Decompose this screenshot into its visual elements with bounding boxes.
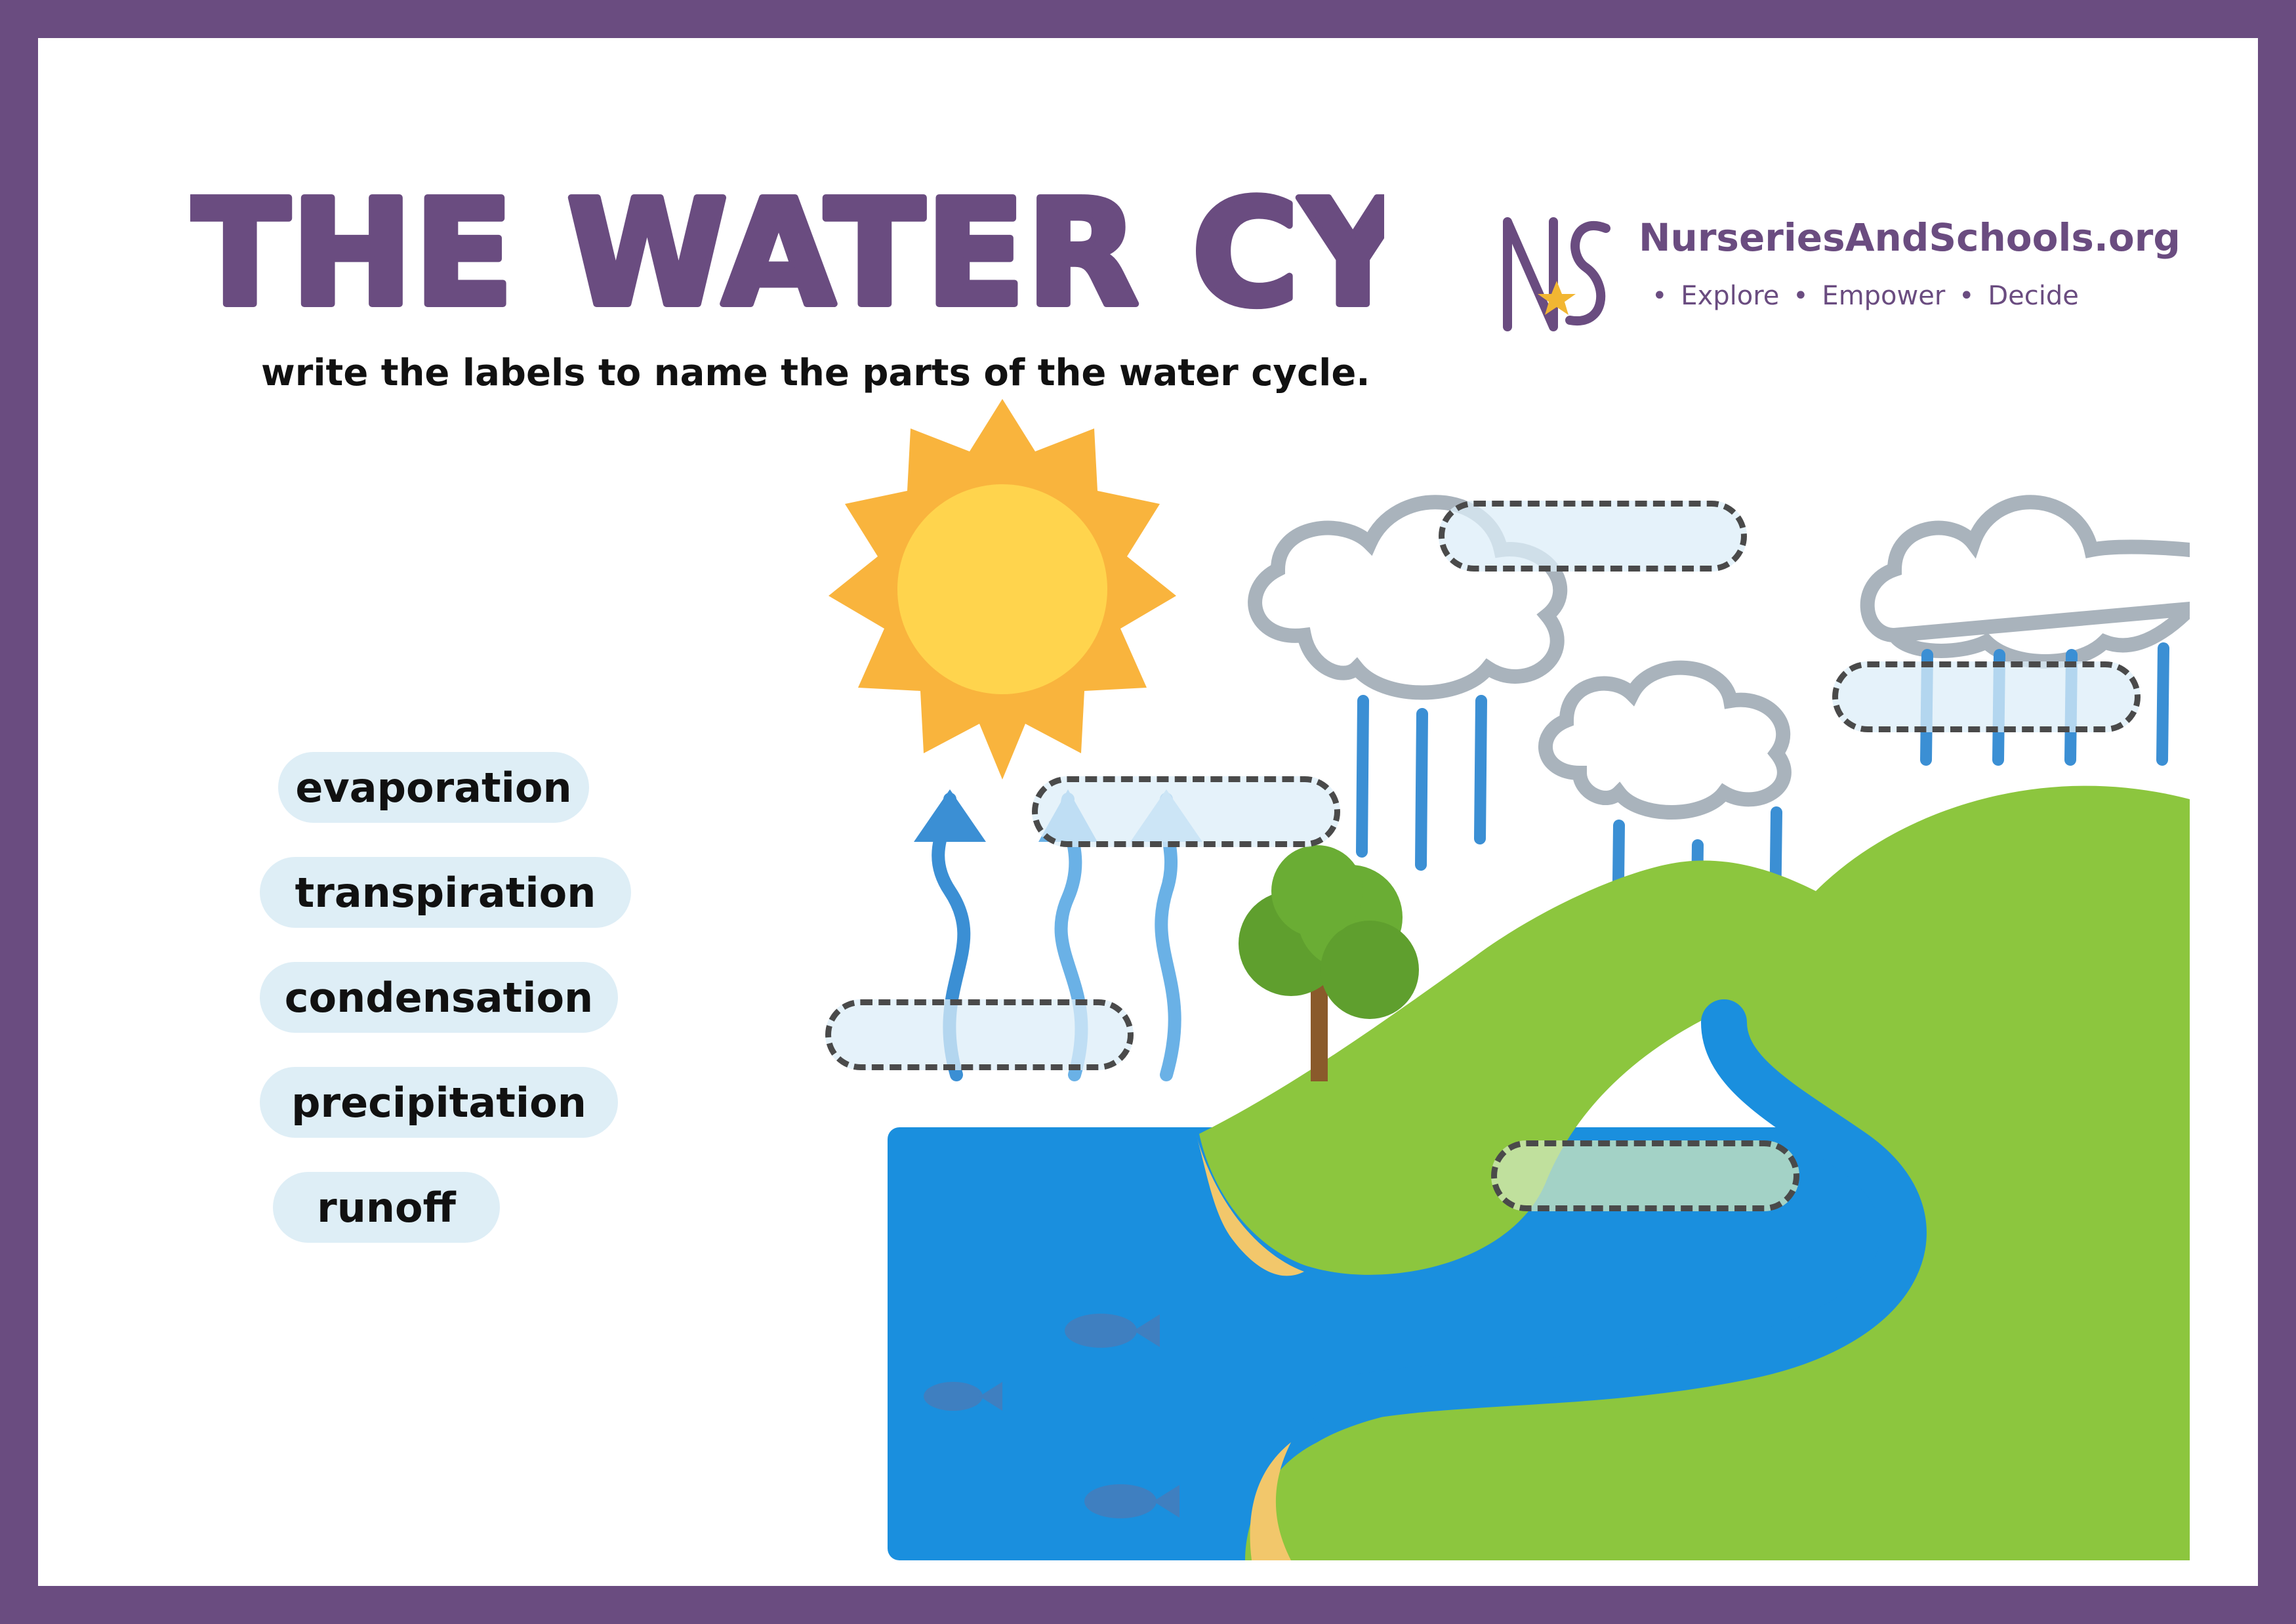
word-bank: evaporation transpiration condensation p… xyxy=(38,38,694,1586)
page-title: THE WATER CYCLE xyxy=(190,166,1384,342)
arrow-head-icon xyxy=(914,789,986,842)
precipitation-label-slot[interactable] xyxy=(1832,661,2141,732)
worksheet: THE WATER CYCLE write the labels to name… xyxy=(38,38,2258,1586)
river xyxy=(1307,999,1927,1426)
cloud-middle-icon xyxy=(1538,660,1792,820)
runoff-label-slot[interactable] xyxy=(1491,1140,1799,1211)
brand-logo: NurseriesAndSchools.org • Explore • Empo… xyxy=(1455,189,2181,360)
instruction-text: write the labels to name the parts of th… xyxy=(261,352,1370,394)
word-bank-item[interactable]: condensation xyxy=(260,962,618,1033)
brand-tagline: • Explore • Empower • Decide xyxy=(1652,281,2079,311)
word-bank-item[interactable]: runoff xyxy=(273,1172,500,1243)
beach xyxy=(1196,1134,1304,1276)
evaporation-label-slot[interactable] xyxy=(1032,776,1340,847)
word-bank-item[interactable]: transpiration xyxy=(260,857,631,928)
word-bank-item[interactable]: evaporation xyxy=(278,752,589,823)
tree-icon xyxy=(1239,845,1419,1081)
beach xyxy=(1250,1442,1291,1560)
star-icon xyxy=(1538,281,1576,315)
brand-name: NurseriesAndSchools.org xyxy=(1639,215,2181,260)
hills xyxy=(1199,785,2190,1560)
page-title-text: THE WATER CYCLE xyxy=(190,169,1384,339)
fish-icon xyxy=(924,1314,1179,1518)
transpiration-label-slot[interactable] xyxy=(825,999,1134,1070)
cloud-right-icon xyxy=(1860,495,2209,669)
ns-monogram-icon xyxy=(1503,217,1610,331)
word-bank-item[interactable]: precipitation xyxy=(260,1067,618,1138)
water-cycle-diagram xyxy=(792,392,2209,1560)
condensation-label-slot[interactable] xyxy=(1439,501,1747,572)
sun-icon xyxy=(829,399,1176,780)
